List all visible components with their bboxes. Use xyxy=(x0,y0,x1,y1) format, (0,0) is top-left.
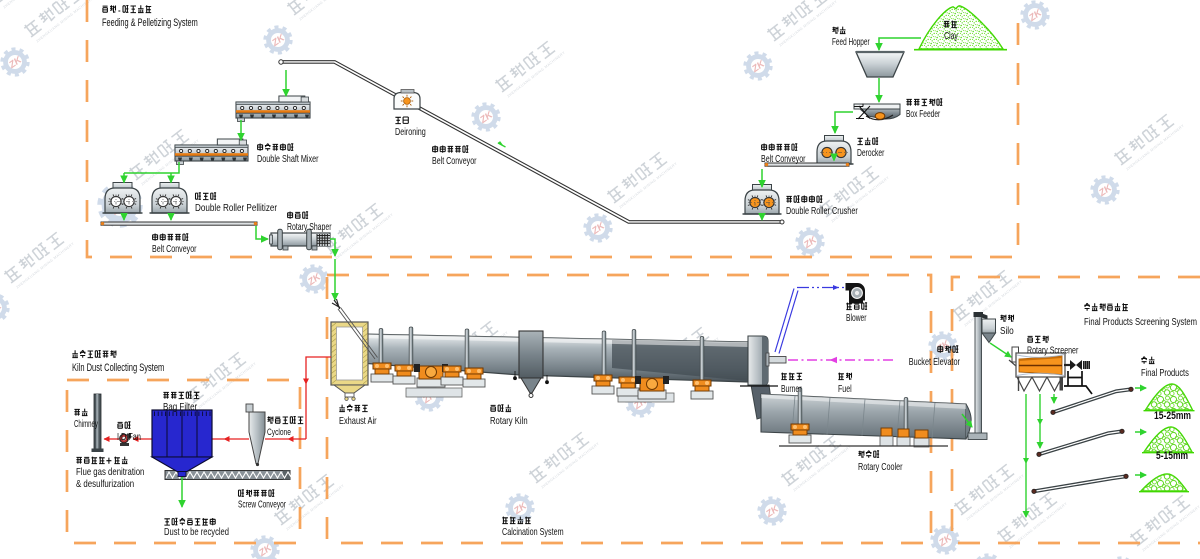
svg-text:Flue gas denitration: Flue gas denitration xyxy=(76,467,145,478)
svg-text:Derocker: Derocker xyxy=(857,148,885,159)
svg-text:Final Products Screening Syste: Final Products Screening System xyxy=(1084,316,1197,328)
svg-text:Dust to be recycled: Dust to be recycled xyxy=(164,527,229,538)
svg-text:Calcination System: Calcination System xyxy=(502,527,564,538)
svg-text:Double Roller Pellitizer: Double Roller Pellitizer xyxy=(195,203,278,214)
svg-text:Exhaust Air: Exhaust Air xyxy=(339,416,377,427)
svg-text:ZHENGKUANG MINING MACHINERY: ZHENGKUANG MINING MACHINERY xyxy=(298,0,358,21)
svg-text:Rotary Kiln: Rotary Kiln xyxy=(490,416,528,427)
svg-text:Deironing: Deironing xyxy=(395,127,426,138)
svg-text:Chimney: Chimney xyxy=(74,419,98,430)
svg-text:Bag Filter: Bag Filter xyxy=(163,402,198,413)
svg-text:Silo: Silo xyxy=(1000,326,1014,337)
svg-text:Final Products: Final Products xyxy=(1141,368,1189,379)
svg-text:Double Shaft Mixer: Double Shaft Mixer xyxy=(257,154,319,165)
svg-text:Burner: Burner xyxy=(781,384,802,395)
svg-text:Belt Conveyor: Belt Conveyor xyxy=(432,156,477,167)
svg-text:Belt Conveyor: Belt Conveyor xyxy=(152,244,197,255)
svg-text:Fuel: Fuel xyxy=(838,384,852,395)
svg-text:Cyclone: Cyclone xyxy=(267,427,291,438)
svg-text:5-15mm: 5-15mm xyxy=(1156,450,1188,462)
svg-text:Screw Conveyor: Screw Conveyor xyxy=(238,500,286,511)
svg-text:& desulfurization: & desulfurization xyxy=(76,479,134,490)
svg-text:Blower: Blower xyxy=(846,313,867,324)
svg-text:I.D.Fan: I.D.Fan xyxy=(117,432,141,443)
svg-text:Clay: Clay xyxy=(944,31,958,42)
svg-text:Rotary Cooler: Rotary Cooler xyxy=(858,462,903,473)
svg-text:Bucket Elevator: Bucket Elevator xyxy=(909,357,961,368)
svg-text:Box Feeder: Box Feeder xyxy=(906,109,941,120)
svg-text:15-25mm: 15-25mm xyxy=(1154,410,1191,422)
svg-text:Feeding & Pelletizing System: Feeding & Pelletizing System xyxy=(102,17,198,29)
svg-text:Feed Hopper: Feed Hopper xyxy=(832,37,870,48)
svg-text:Belt Conveyor: Belt Conveyor xyxy=(761,154,806,165)
svg-text:Kiln Dust Collecting System: Kiln Dust Collecting System xyxy=(72,362,164,374)
svg-text:Rotary Screener: Rotary Screener xyxy=(1027,346,1079,357)
svg-text:Rotary Shaper: Rotary Shaper xyxy=(287,222,332,233)
svg-text:Double Roller Crusher: Double Roller Crusher xyxy=(786,206,858,217)
